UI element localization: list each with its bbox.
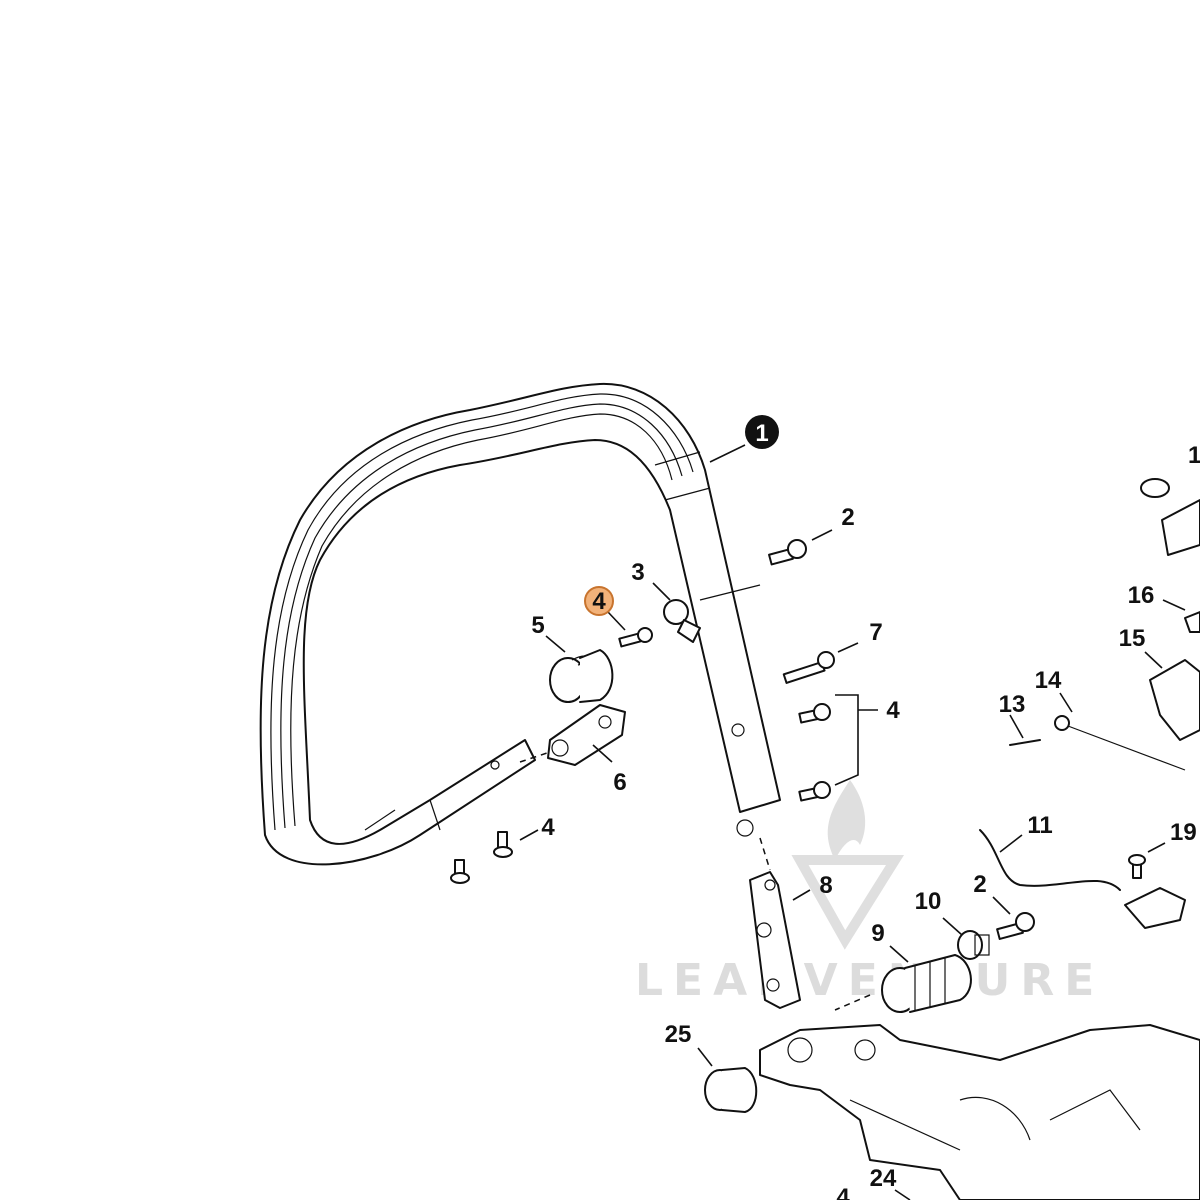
callout-19[interactable]: 19 [1170,819,1197,846]
housing-part[interactable] [759,1024,1200,1200]
callout-2-upper[interactable]: 2 [841,504,854,531]
svg-text:1: 1 [755,420,768,447]
callout-4-right[interactable]: 4 [886,697,900,724]
screw-part-19[interactable] [1128,854,1146,879]
leader-14 [1059,692,1073,713]
leader-6 [592,744,613,763]
leader-5 [545,635,566,653]
leader-25 [697,1047,713,1067]
leader-11 [999,834,1023,853]
torsion-spring-part-14[interactable] [1054,715,1186,771]
callout-7[interactable]: 7 [869,619,882,646]
bracket-part-6[interactable] [547,704,626,766]
callout-1-right[interactable]: 1 [1188,442,1200,469]
leader-8 [792,889,811,901]
screw-part-2-upper[interactable] [768,539,807,566]
callout-3[interactable]: 3 [631,559,644,586]
leader-7 [837,642,859,653]
assembly-line-8 [759,837,771,871]
leader-13 [1009,714,1024,739]
screw-part-4-lower-left-b[interactable] [493,831,513,858]
callout-11[interactable]: 11 [1027,812,1052,839]
leader-2-lower [992,896,1011,915]
leader-19 [1147,842,1166,853]
callout-16[interactable]: 16 [1128,582,1155,609]
callout-15[interactable]: 15 [1119,625,1146,652]
assembly-line-6 [519,751,551,763]
callout-4-bottom[interactable]: 4 [836,1184,850,1200]
callout-5[interactable]: 5 [531,612,544,639]
cap-part-top-right[interactable] [1140,478,1200,556]
callout-9[interactable]: 9 [871,920,884,947]
callout-24[interactable]: 24 [870,1165,897,1192]
buffer-part-10[interactable] [957,930,990,960]
leader-4-bracket [834,694,859,786]
leader-4-highlight [607,611,626,631]
part-16[interactable] [1184,611,1200,633]
watermark-flame-icon [827,780,866,860]
callout-4-lower-left[interactable]: 4 [541,814,555,841]
leader-10 [942,917,963,936]
lever-part-15[interactable] [1149,659,1200,741]
callout-8[interactable]: 8 [819,872,832,899]
callout-1-badge[interactable]: 1 [745,415,779,449]
callout-6[interactable]: 6 [613,769,626,796]
screw-part-4-right-lower[interactable] [798,781,831,802]
watermark-text: LEADVENTURE [635,955,1104,1006]
callout-4-highlighted[interactable]: 4 [584,586,614,616]
handlebar-part[interactable] [259,382,781,866]
leader-15 [1144,651,1163,669]
switch-part[interactable] [1124,887,1186,929]
pin-part-13[interactable] [1009,739,1041,746]
leader-4-lower-left [519,829,539,841]
callout-2-lower[interactable]: 2 [973,871,986,898]
leader-1 [709,444,746,463]
leader-3 [652,582,671,601]
screw-part-4-small[interactable] [618,627,653,648]
screw-part-4-right-upper[interactable] [798,703,831,724]
callout-25[interactable]: 25 [665,1021,692,1048]
callout-13[interactable]: 13 [999,691,1026,718]
clamp-part-3[interactable] [663,599,701,643]
spring-part-9[interactable] [881,954,972,1013]
plate-part-8[interactable] [749,871,801,1009]
leader-16 [1162,599,1186,611]
spring-part-5[interactable] [549,649,614,703]
watermark-v-logo-icon [791,855,905,950]
bushing-part-25[interactable] [704,1067,758,1113]
screw-part-7[interactable] [782,651,835,684]
callout-14[interactable]: 14 [1035,667,1062,694]
leader-9 [889,945,909,963]
svg-text:4: 4 [592,588,606,615]
cable-part-11[interactable] [979,829,1121,891]
callout-10[interactable]: 10 [915,888,942,915]
leader-2-upper [811,529,833,541]
screw-part-2-lower[interactable] [996,912,1035,940]
screw-part-4-lower-left-a[interactable] [450,859,470,884]
leader-24 [894,1189,911,1200]
